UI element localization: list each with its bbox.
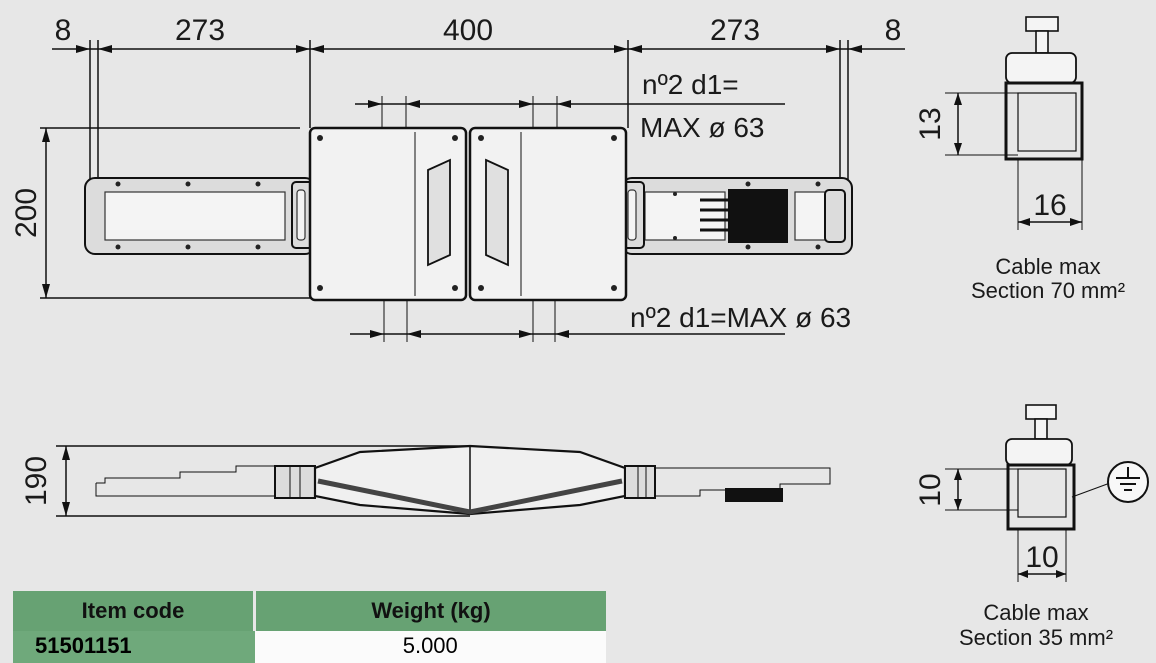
height-dimension-top: 200 [10,127,310,299]
table-header-row: Item code Weight (kg) [13,591,606,631]
dim-end-left: 8 [55,14,72,47]
clamp-70mm: 13 16 Cable max Section 70 mm² [914,16,1125,303]
earth-ground-icon [1107,461,1149,503]
joint-box-right [468,126,628,302]
caption-35-line1: Cable max [983,600,1088,625]
dim-clamp-top-width: 16 [1033,189,1066,222]
clamp-35mm: 10 10 Cable max Section 35 mm² [914,404,1149,650]
dim-clamp-bottom-height: 10 [914,473,947,506]
dim-clamp-bottom-width: 10 [1025,541,1058,574]
cell-item-code: 51501151 [13,631,255,663]
caption-35-line2: Section 35 mm² [959,625,1113,650]
hole-note-top-line1: nº2 d1= [642,69,739,100]
top-dimension-chain: 8 273 400 273 8 [52,14,905,180]
table-row: 51501151 5.000 [13,631,606,663]
dim-height-top: 200 [10,188,43,238]
dim-bar-right: 273 [710,14,760,47]
cell-weight: 5.000 [254,631,606,663]
dim-clamp-top-height: 13 [914,107,947,140]
dim-joint: 400 [443,14,493,47]
height-dimension-side: 190 [20,445,470,517]
header-item-code: Item code [13,591,256,631]
caption-70-line2: Section 70 mm² [971,278,1125,303]
dim-height-side: 190 [20,456,53,506]
caption-70-line1: Cable max [995,254,1100,279]
hole-note-bottom: nº2 d1=MAX ø 63 [630,302,851,333]
dim-bar-left: 273 [175,14,225,47]
header-weight: Weight (kg) [254,591,606,631]
hole-callout-top: nº2 d1= MAX ø 63 [355,69,785,143]
left-busbar [84,177,316,255]
hole-callout-bottom: nº2 d1=MAX ø 63 [350,300,851,342]
dim-end-right: 8 [885,14,902,47]
hole-note-top-line2: MAX ø 63 [640,112,764,143]
right-busbar [621,177,853,255]
side-view [95,444,831,516]
item-table: Item code Weight (kg) 51501151 5.000 [13,591,606,663]
joint-box-left [308,126,468,302]
